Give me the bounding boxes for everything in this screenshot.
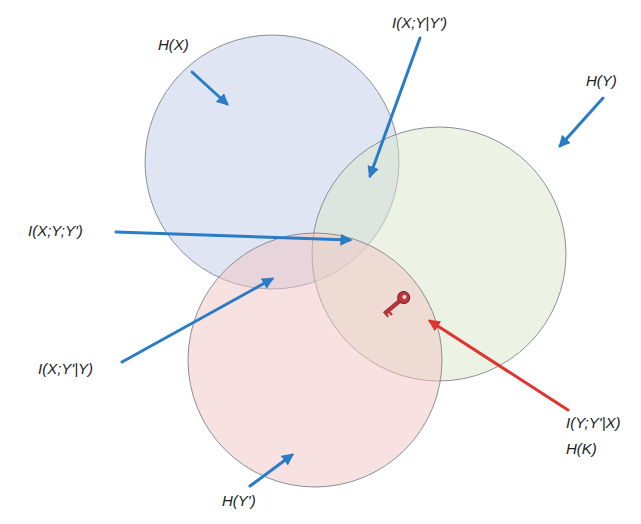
region-label: I(X;Y'|Y) bbox=[38, 360, 93, 378]
entropy-circle bbox=[188, 233, 442, 487]
leader-arrow bbox=[370, 38, 420, 176]
leader-arrow bbox=[122, 279, 272, 362]
region-label: H(Y) bbox=[586, 72, 617, 90]
region-label: H(Y') bbox=[222, 492, 256, 510]
region-label: I(X;Y;Y') bbox=[28, 222, 83, 240]
leader-arrow bbox=[560, 98, 603, 146]
leader-arrow bbox=[430, 321, 568, 410]
region-label: H(K) bbox=[566, 440, 597, 458]
leader-arrow bbox=[116, 232, 350, 240]
leader-arrow bbox=[192, 72, 227, 104]
key-icon bbox=[380, 289, 412, 318]
region-label: H(X) bbox=[158, 36, 189, 54]
region-label: I(X;Y|Y') bbox=[392, 14, 447, 32]
region-label: I(Y;Y'|X) bbox=[566, 414, 621, 432]
leader-arrow bbox=[250, 455, 292, 486]
